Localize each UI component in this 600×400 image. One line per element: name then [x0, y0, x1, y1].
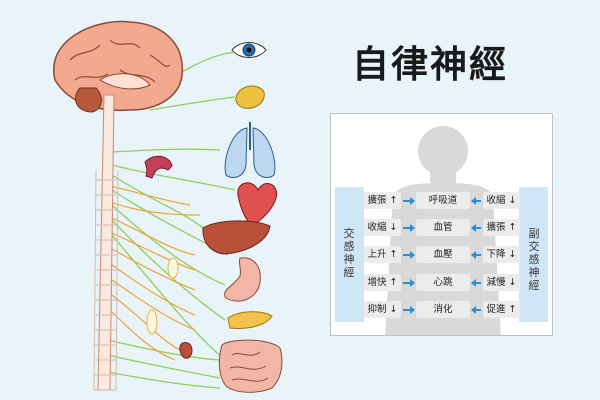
kidney-icon — [179, 342, 193, 359]
liver-icon — [202, 220, 271, 255]
sympathetic-effect: 上升 ↑ — [364, 246, 401, 263]
sympathetic-band — [335, 187, 364, 322]
sympathetic-nerve-lines — [104, 184, 201, 361]
ganglion — [146, 309, 158, 335]
sympathetic-label: 交感神經 — [343, 227, 355, 279]
parasympathetic-effect: 下降 ↓ — [483, 246, 520, 263]
arrow-right — [403, 197, 415, 205]
parasympathetic-nerve-lines — [107, 51, 236, 389]
arrow-right — [403, 306, 415, 314]
arrow-left — [471, 224, 481, 232]
arrow-left — [471, 251, 481, 259]
arrow-right — [403, 251, 415, 259]
pancreas-icon — [227, 311, 273, 329]
organ-label: 呼吸道 — [416, 192, 470, 209]
arrow-left — [471, 279, 481, 287]
parasympathetic-effect: 減慢 ↓ — [483, 274, 520, 291]
stomach-icon — [224, 257, 261, 302]
brain — [52, 20, 183, 113]
eye-icon — [231, 42, 267, 58]
lacrimal-gland-icon — [235, 85, 265, 109]
arrow-left — [471, 197, 481, 205]
intestine-icon — [218, 339, 283, 393]
sympathetic-effect: 抑制 ↓ — [364, 301, 401, 318]
organ-label: 心跳 — [416, 274, 470, 291]
parasympathetic-band — [519, 187, 548, 322]
organ-label: 血壓 — [416, 246, 470, 263]
blood-vessel-icon — [144, 155, 173, 179]
arrow-right — [403, 279, 415, 287]
arrow-right — [403, 224, 415, 232]
parasympathetic-effect: 收縮 ↓ — [483, 192, 520, 209]
autonomic-comparison-panel: 交感神經 副交感神經 擴張 ↑ 呼吸道 收縮 ↓ 收縮 ↓ 血管 擴張 ↑ 上升… — [330, 113, 553, 336]
organ-label: 血管 — [416, 219, 470, 236]
arrow-left — [471, 306, 481, 314]
sympathetic-effect: 增快 ↑ — [364, 274, 401, 291]
nervous-system-illustration — [52, 20, 283, 393]
page-title: 自律神經 — [352, 43, 508, 86]
lungs-icon — [224, 122, 276, 178]
heart-icon — [237, 182, 278, 227]
parasympathetic-effect: 擴張 ↑ — [483, 219, 520, 236]
ganglion — [167, 257, 179, 279]
parasympathetic-label: 副交感神經 — [528, 227, 540, 292]
organ-label: 消化 — [416, 301, 470, 318]
sympathetic-effect: 擴張 ↑ — [364, 192, 401, 209]
spinal-cord — [93, 94, 119, 391]
parasympathetic-effect: 促進 ↑ — [483, 301, 520, 318]
sympathetic-effect: 收縮 ↓ — [364, 219, 401, 236]
